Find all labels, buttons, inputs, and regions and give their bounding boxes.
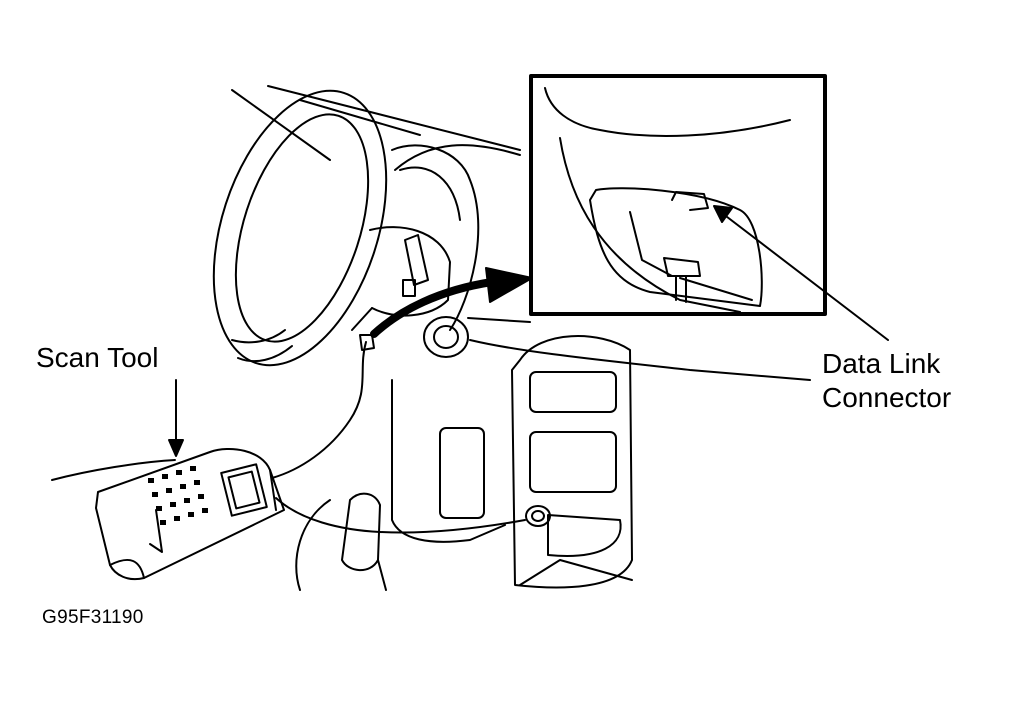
scan-tool-keypad: [148, 466, 208, 525]
scan-tool-cable: [272, 335, 525, 533]
data-link-connector-leader-arrow: [714, 206, 888, 340]
ignition-switch: [424, 317, 468, 357]
figure-id: G95F31190: [42, 607, 144, 628]
dashboard-background: [52, 86, 810, 480]
scan-tool: [96, 449, 284, 579]
scan-tool-label: Scan Tool: [36, 342, 159, 373]
data-link-connector-label-line1: Data Link: [822, 348, 941, 379]
center-console: [512, 336, 632, 587]
inset-detail: [531, 76, 825, 314]
data-link-connector-label-line2: Connector: [822, 382, 952, 413]
location-arrow: [374, 268, 532, 334]
steering-wheel: [182, 69, 418, 387]
scan-tool-leader-arrow: [169, 380, 183, 456]
lower-column-cover: [296, 380, 505, 590]
